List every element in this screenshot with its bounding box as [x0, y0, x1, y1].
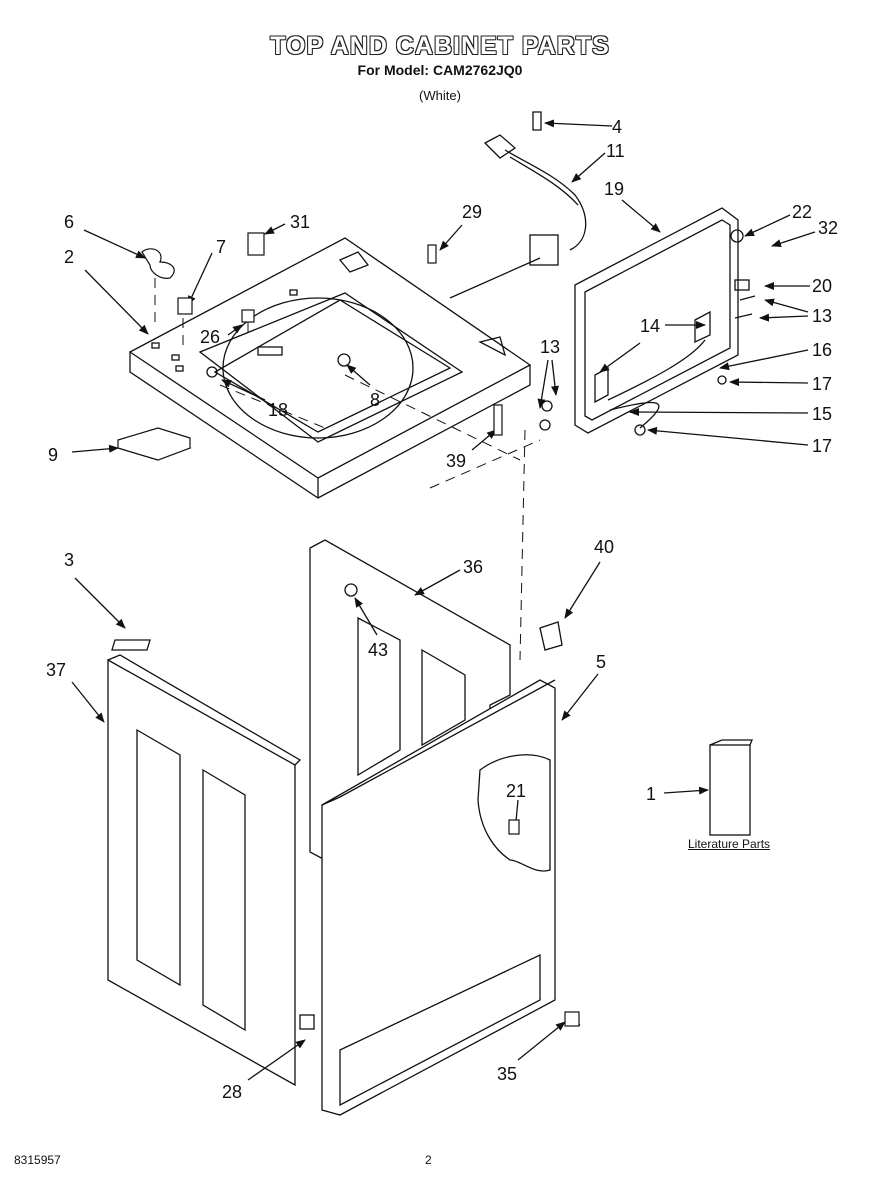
- color-variant: (White): [419, 88, 461, 103]
- literature-parts-caption: Literature Parts: [688, 837, 771, 851]
- cabinet-front-panel: [107, 639, 315, 1087]
- callout-8: 8: [370, 390, 380, 410]
- callout-39: 39: [446, 451, 466, 471]
- callout-4: 4: [612, 117, 622, 137]
- callout-43: 43: [368, 640, 388, 660]
- callout-5: 5: [596, 652, 606, 672]
- wire-harness: [449, 111, 587, 299]
- callout-28: 28: [222, 1082, 242, 1102]
- rear-panel: [539, 207, 756, 436]
- callout-31: 31: [290, 212, 310, 232]
- callout-26: 26: [200, 327, 220, 347]
- callout-3: 3: [64, 550, 74, 570]
- callout-29: 29: [462, 202, 482, 222]
- callout-21: 21: [506, 781, 526, 801]
- callout-16: 16: [812, 340, 832, 360]
- callout-14: 14: [640, 316, 660, 336]
- callout-35: 35: [497, 1064, 517, 1084]
- callout-15: 15: [812, 404, 832, 424]
- model-number: For Model: CAM2762JQ0: [357, 62, 523, 78]
- callout-37: 37: [46, 660, 66, 680]
- page-title: TOP AND CABINET PARTS: [270, 32, 610, 60]
- callout-17-lower: 17: [812, 436, 832, 456]
- callout-13-left: 13: [540, 337, 560, 357]
- callout-11: 11: [606, 141, 625, 161]
- page-number: 2: [425, 1153, 432, 1167]
- callout-40: 40: [594, 537, 614, 557]
- callout-13-right: 13: [812, 306, 832, 326]
- assembly-guides: [154, 278, 541, 661]
- callout-32: 32: [818, 218, 838, 238]
- cabinet-top: [128, 237, 532, 499]
- callout-7: 7: [216, 237, 226, 257]
- cabinet-right-panel: [321, 679, 753, 1116]
- callout-17-upper: 17: [812, 374, 832, 394]
- callout-1: 1: [646, 784, 656, 804]
- small-parts: [116, 232, 580, 1027]
- callout-36: 36: [463, 557, 483, 577]
- callout-leaders: [71, 119, 816, 1081]
- callout-6: 6: [64, 212, 74, 232]
- callout-22: 22: [792, 202, 812, 222]
- callout-18: 18: [268, 400, 288, 420]
- callout-labels: 4 11 19 22 32 20 13 14 13 16 17 15 17 6 …: [46, 117, 838, 1102]
- document-number: 8315957: [14, 1153, 61, 1167]
- callout-19: 19: [604, 179, 624, 199]
- callout-9: 9: [48, 445, 58, 465]
- callout-20: 20: [812, 276, 832, 296]
- cabinet-side-panel: [309, 539, 563, 861]
- callout-2: 2: [64, 247, 74, 267]
